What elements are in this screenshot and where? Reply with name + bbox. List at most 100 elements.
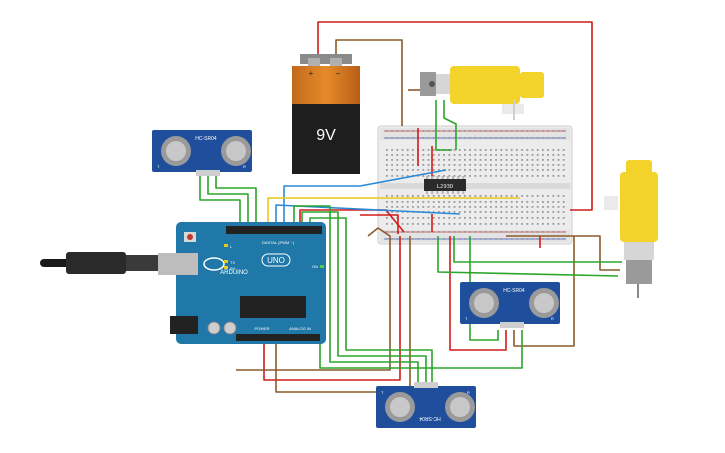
breadboard-hole [531, 175, 534, 177]
breadboard-hole [396, 154, 399, 156]
breadboard-hole [464, 231, 466, 233]
sensor-bottom-t-label: T [381, 390, 384, 395]
breadboard-hole [547, 164, 549, 166]
breadboard-hole [406, 164, 409, 166]
breadboard-hole [547, 175, 549, 177]
motor-right [604, 160, 658, 298]
breadboard-hole [542, 231, 544, 233]
breadboard-hole [417, 223, 419, 225]
breadboard-hole [531, 164, 534, 166]
breadboard-hole [432, 206, 435, 208]
breadboard-hole [438, 195, 440, 197]
chip-pin [436, 176, 439, 179]
breadboard-hole [526, 238, 529, 240]
breadboard-hole [464, 175, 466, 177]
breadboard-hole [536, 130, 539, 132]
breadboard-hole [479, 137, 482, 139]
breadboard-hole [536, 231, 539, 233]
breadboard-hole [479, 149, 482, 151]
breadboard-hole [391, 206, 393, 208]
breadboard-hole [417, 169, 419, 171]
breadboard-hole [531, 130, 534, 132]
breadboard-hole [521, 201, 523, 203]
breadboard-hole [484, 211, 487, 213]
arduino-on-label: ON [312, 264, 318, 269]
wire-green-motor [435, 100, 452, 151]
breadboard-hole [469, 130, 471, 132]
breadboard-hole [479, 164, 482, 166]
breadboard-hole [505, 175, 508, 177]
breadboard-hole [505, 169, 508, 171]
breadboard-hole [484, 206, 487, 208]
breadboard-hole [516, 164, 518, 166]
breadboard-hole [500, 159, 503, 161]
breadboard-hole [536, 159, 539, 161]
breadboard-hole [562, 206, 565, 208]
breadboard-hole [521, 195, 523, 197]
breadboard-hole [464, 149, 466, 151]
breadboard-hole [490, 206, 492, 208]
breadboard-hole [526, 169, 529, 171]
breadboard-hole [458, 159, 461, 161]
chip-label: L293D [437, 184, 454, 190]
breadboard-hole [495, 201, 497, 203]
breadboard-hole [422, 175, 425, 177]
breadboard-hole [469, 217, 471, 219]
breadboard-hole [458, 175, 461, 177]
breadboard-hole [391, 223, 393, 225]
wire-green-bottom-sensor-1 [293, 205, 419, 388]
breadboard-hole [386, 201, 388, 203]
breadboard-hole [500, 130, 503, 132]
breadboard-hole [401, 164, 404, 166]
breadboard-hole [396, 238, 399, 240]
breadboard-hole [412, 154, 414, 156]
breadboard-hole [432, 169, 435, 171]
breadboard-hole [448, 206, 451, 208]
breadboard-hole [557, 206, 560, 208]
breadboard-hole [458, 149, 461, 151]
breadboard-hole [427, 195, 430, 197]
breadboard-hole [458, 164, 461, 166]
breadboard-hole [490, 238, 492, 240]
breadboard-hole [490, 149, 492, 151]
breadboard-hole [557, 211, 560, 213]
breadboard-hole [500, 137, 503, 139]
breadboard-hole [474, 137, 477, 139]
breadboard-hole [464, 238, 466, 240]
breadboard-hole [427, 159, 430, 161]
breadboard-hole [432, 137, 435, 139]
sensor-top-t-label: T [157, 164, 160, 169]
breadboard-hole [453, 206, 456, 208]
breadboard-hole [422, 223, 425, 225]
breadboard-hole [469, 211, 471, 213]
breadboard-hole [562, 175, 565, 177]
breadboard-hole [479, 130, 482, 132]
breadboard-hole [401, 159, 404, 161]
breadboard-hole [521, 231, 523, 233]
breadboard-hole [427, 223, 430, 225]
breadboard-hole [406, 169, 409, 171]
breadboard-hole [536, 238, 539, 240]
breadboard-hole [495, 223, 497, 225]
breadboard-hole [438, 130, 440, 132]
breadboard-hole [458, 223, 461, 225]
sensor-right-r-label: R [551, 316, 554, 321]
breadboard-hole [500, 164, 503, 166]
chip-pin [436, 191, 439, 194]
breadboard-hole [505, 217, 508, 219]
wire-green-bottom-sensor-3 [309, 217, 433, 388]
ultrasonic-sensor-right: HC-SR04 T R [460, 282, 560, 328]
chip-pin [441, 176, 444, 179]
breadboard-hole [432, 238, 435, 240]
breadboard-hole [401, 231, 404, 233]
breadboard-hole [469, 169, 471, 171]
chip-pin [452, 191, 454, 194]
breadboard-hole [542, 201, 544, 203]
breadboard-hole [464, 195, 466, 197]
breadboard-hole [469, 149, 471, 151]
sensor-top-label: HC-SR04 [195, 136, 217, 142]
breadboard-hole [464, 154, 466, 156]
breadboard-hole [490, 231, 492, 233]
wire-green-top-sensor-2 [207, 175, 249, 236]
breadboard-hole [453, 223, 456, 225]
